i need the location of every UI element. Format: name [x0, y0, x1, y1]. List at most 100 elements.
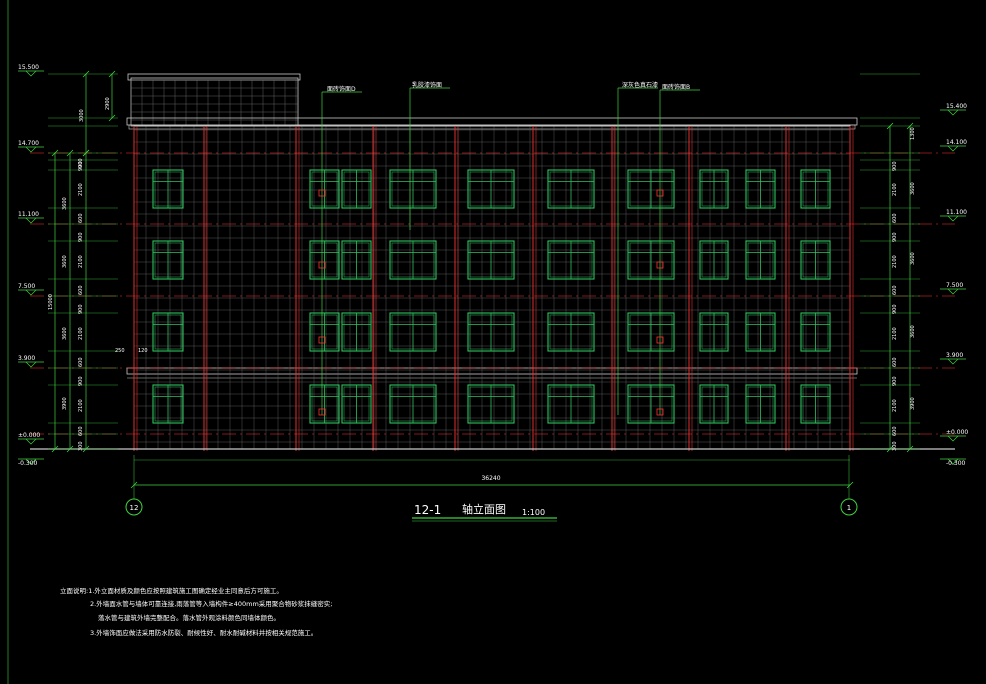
elev-right-1: 14.100 — [946, 139, 967, 146]
title-axis: 12-1 — [414, 503, 441, 517]
elev-right-4: 3.900 — [946, 352, 963, 359]
dim-sub-left-1: 2100 — [78, 183, 84, 196]
elev-left-3: 7.500 — [18, 283, 35, 290]
callout-0: 面砖饰面D — [327, 85, 356, 93]
wall-outline — [133, 125, 851, 450]
elev-left-0: 15.500 — [18, 64, 39, 71]
axis-label-left: 12 — [130, 504, 139, 512]
note-2: 落水管与建筑外墙完整配合。落水管外观涂料颜色同墙体颜色。 — [98, 613, 280, 622]
callout-1: 乳胶漆饰面 — [412, 81, 442, 89]
dim-total: 15000 — [48, 294, 54, 310]
note-1: 2.外墙面水管与墙体可靠连接,雨落管等入墙构件≥400mm采用聚合物砂浆抹缝密实… — [90, 599, 332, 608]
parapet-cap — [127, 73, 301, 81]
elev-mark-triangle — [947, 358, 959, 365]
marker — [318, 261, 326, 269]
elev-left-1: 14.700 — [18, 140, 39, 147]
canopy — [126, 367, 858, 375]
elevation-labels-right: 15.400 14.100 11.100 7.500 3.900 ±0.000 … — [946, 103, 968, 467]
dim-floor-right-1: 3600 — [910, 182, 916, 195]
marker — [656, 408, 664, 416]
dim-sub-right-2: 600 — [892, 213, 898, 223]
dim-text-left: 2900 3000 15000 3600 3600 3600 3900 900 — [48, 97, 111, 410]
dim-sub-right-4: 2100 — [892, 255, 898, 268]
overall-dimension: 36240 — [481, 475, 500, 482]
small-dim-1: 120 — [138, 348, 148, 354]
elev-right-2: 11.100 — [946, 209, 967, 216]
facade-grid — [126, 73, 858, 450]
dim-sub-right-0: 900 — [892, 161, 898, 171]
dim-top: 900 — [78, 158, 84, 168]
dim-sub-right-11: 600 — [892, 426, 898, 436]
elev-left-2: 11.100 — [18, 211, 39, 218]
marker — [318, 408, 326, 416]
dimension-lines — [7, 0, 966, 684]
dim-parapet-inner: 2900 — [105, 97, 111, 110]
dim-sub-right-12: 300 — [892, 441, 898, 451]
elev-right-3: 7.500 — [946, 282, 963, 289]
marker — [656, 189, 664, 197]
dim-sub-left-3: 900 — [78, 232, 84, 242]
elev-mark-triangle — [25, 217, 37, 224]
dim-sub-left-8: 600 — [78, 357, 84, 367]
elev-left-5: ±0.000 — [18, 432, 40, 439]
marker — [656, 336, 664, 344]
dim-sub-left: 9002100600900210060090021006009002100600… — [78, 161, 84, 451]
columns-layer — [133, 126, 854, 451]
marker — [656, 261, 664, 269]
note-0: 立面说明:1.外立面材质及颜色应按照建筑施工图确定经业主同意后方可施工。 — [60, 586, 283, 595]
dim-floor-right-0: 1300 — [910, 127, 916, 140]
axis-bubble-right: 1 — [840, 498, 858, 516]
small-dim-0: 250 — [115, 348, 125, 354]
dim-sub-right: 9002100600900210060090021006009002100600… — [892, 127, 916, 451]
dim-sub-left-4: 2100 — [78, 255, 84, 268]
dim-floor-right-2: 3600 — [910, 252, 916, 265]
dim-sub-left-9: 900 — [78, 376, 84, 386]
elev-mark-triangle — [947, 435, 959, 442]
dim-sub-right-6: 900 — [892, 304, 898, 314]
dim-sub-left-12: 300 — [78, 441, 84, 451]
drawing-title: 12-1 轴立面图 1:100 — [412, 502, 557, 522]
elev-mark-triangle — [25, 146, 37, 153]
elev-mark-triangle — [947, 288, 959, 295]
roof-cornice — [126, 117, 858, 126]
overall-dim-tick — [846, 481, 854, 489]
small-dims: 250 120 — [115, 348, 148, 354]
elev-mark-triangle — [25, 458, 37, 465]
elev-left-6: -0.300 — [18, 460, 38, 467]
elev-right-0: 15.400 — [946, 103, 967, 110]
axis-bubble-left: 12 — [125, 498, 143, 516]
dim-sub-left-7: 2100 — [78, 327, 84, 340]
dim-sub-right-1: 2100 — [892, 183, 898, 196]
note-3: 3.外墙饰面应做法采用防水防裂、耐候性好、耐水耐碱材料并按相关规范施工。 — [90, 628, 317, 637]
dim-floor-1: 3600 — [62, 197, 68, 210]
elev-right-5: ±0.000 — [946, 429, 968, 436]
dim-sub-left-0: 900 — [78, 161, 84, 171]
elev-mark-triangle — [947, 215, 959, 222]
dim-sub-right-3: 900 — [892, 232, 898, 242]
dim-floor-right-4: 3900 — [910, 397, 916, 410]
elev-mark-triangle — [947, 458, 959, 465]
dim-parapet: 3000 — [79, 109, 85, 122]
elev-mark-triangle — [25, 361, 37, 368]
notes: 立面说明:1.外立面材质及颜色应按照建筑施工图确定经业主同意后方可施工。 2.外… — [60, 586, 332, 637]
parapet-box — [130, 77, 299, 127]
marker — [318, 189, 326, 197]
title-scale: 1:100 — [522, 508, 545, 517]
dim-sub-left-10: 2100 — [78, 399, 84, 412]
title-name: 轴立面图 — [462, 502, 506, 516]
marker — [318, 336, 326, 344]
elev-mark-triangle — [25, 289, 37, 296]
dim-floor-right-3: 3600 — [910, 325, 916, 338]
dim-sub-right-8: 600 — [892, 357, 898, 367]
callouts: 面砖饰面D 乳胶漆饰面 深灰色真石漆 面砖饰面B — [327, 81, 690, 93]
elev-mark-triangle — [947, 145, 959, 152]
dim-floor-ground: 3900 — [62, 397, 68, 410]
dim-sub-left-2: 600 — [78, 213, 84, 223]
dim-sub-left-6: 900 — [78, 304, 84, 314]
roof-cornice-2 — [128, 124, 856, 130]
elev-mark-triangle — [25, 70, 37, 77]
dim-sub-left-11: 600 — [78, 426, 84, 436]
callout-2: 深灰色真石漆 — [622, 81, 658, 89]
elev-mark-triangle — [25, 438, 37, 445]
